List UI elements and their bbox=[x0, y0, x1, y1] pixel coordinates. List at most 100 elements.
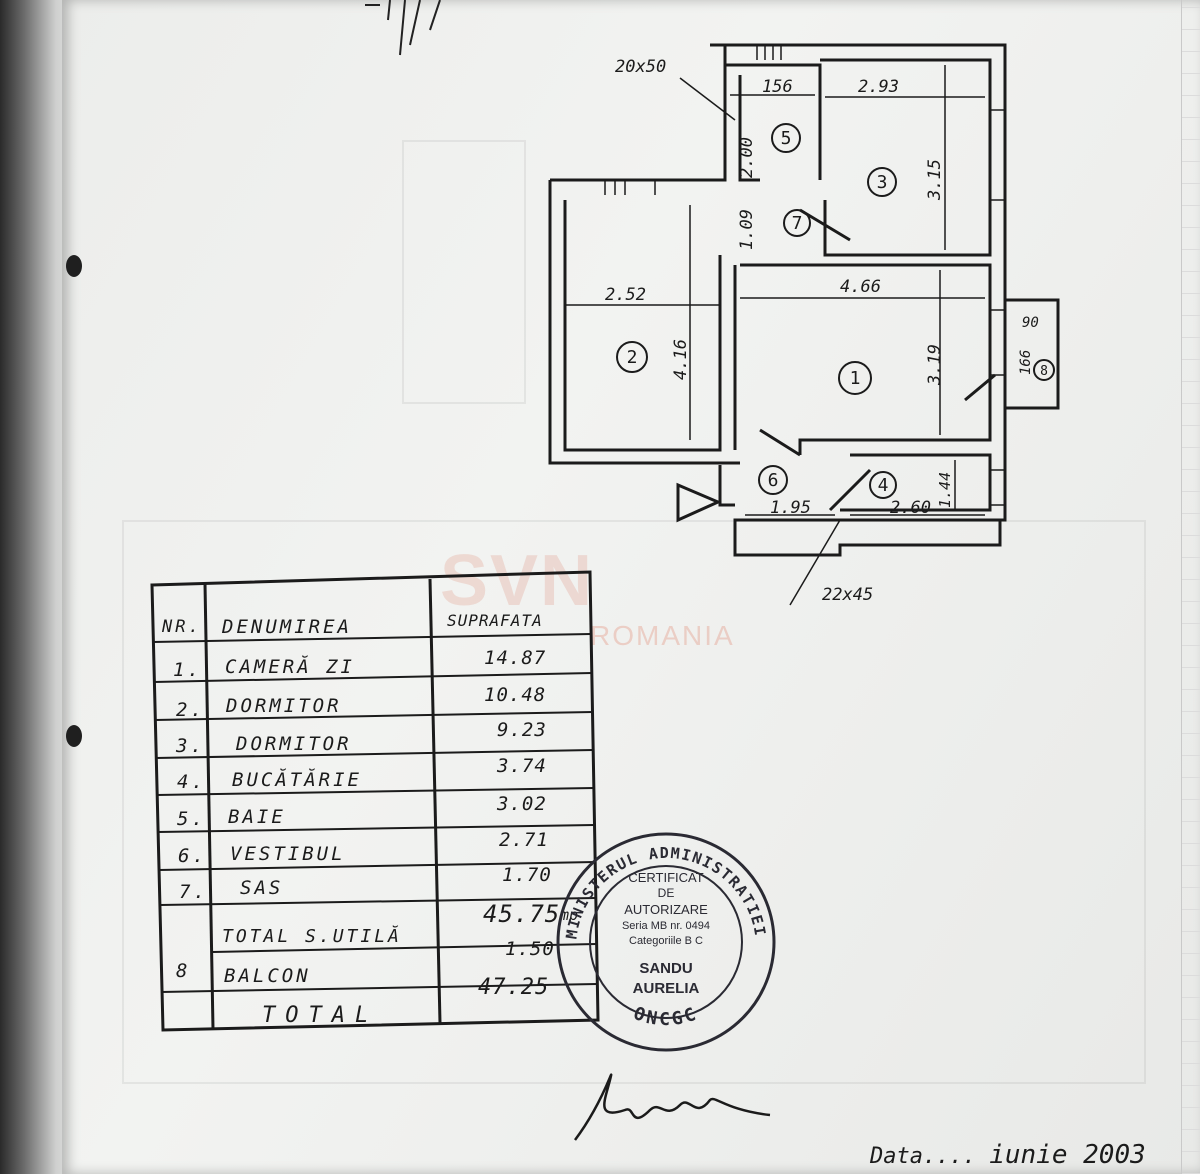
table-row-line bbox=[154, 711, 594, 721]
dim-166: 166 bbox=[1018, 350, 1034, 375]
table-row-line bbox=[160, 983, 598, 993]
table-cell-name: TOTAL bbox=[262, 1003, 378, 1028]
table-cell-area: 3.02 bbox=[496, 793, 547, 815]
table-cell-nr: 5. bbox=[177, 808, 206, 830]
table-row-line bbox=[159, 897, 597, 906]
bleedthrough-rect bbox=[402, 140, 526, 404]
grid-paper-edge bbox=[1181, 0, 1200, 1174]
wall-bath bbox=[725, 63, 822, 180]
room-marker-6 bbox=[758, 465, 788, 495]
table-row-line bbox=[157, 824, 595, 833]
dim-2245: 22x45 bbox=[822, 585, 873, 605]
table-cell-name: BALCON bbox=[224, 965, 311, 987]
table-cell-nr: 1. bbox=[173, 659, 202, 681]
table-cell-nr: 2. bbox=[176, 699, 205, 721]
table-col-1 bbox=[203, 583, 215, 1030]
room-number-2: 2 bbox=[627, 347, 638, 368]
table-cell-nr: 6. bbox=[178, 845, 207, 867]
table-row-line bbox=[155, 749, 594, 759]
dim-315: 3.15 bbox=[925, 159, 945, 201]
stamp-line2: DE bbox=[657, 886, 675, 900]
room-marker-8 bbox=[1033, 359, 1055, 381]
wall-outer bbox=[710, 43, 1007, 557]
certification-stamp: MINISTERUL ADMINISTRATIEI PUBLICE ONCGC … bbox=[549, 816, 778, 1054]
room-number-6: 6 bbox=[768, 470, 779, 491]
table-row-line bbox=[156, 787, 595, 796]
stamp-ring-bottom: ONCGC bbox=[631, 1003, 699, 1030]
table-cell-nr: 3. bbox=[175, 735, 205, 757]
window-right-4 bbox=[990, 469, 1005, 506]
window-right-1 bbox=[990, 309, 1005, 376]
entrance-arrow-icon bbox=[676, 482, 722, 523]
table-cell-area: 3.74 bbox=[496, 755, 547, 777]
room-marker-4 bbox=[869, 471, 897, 499]
table-cell-name: BAIE bbox=[228, 806, 286, 828]
dim-319: 3.19 bbox=[925, 344, 945, 386]
table-cell-area: 2.71 bbox=[499, 829, 549, 851]
table-cell-nr: 8 bbox=[176, 960, 190, 982]
room-number-3: 3 bbox=[877, 172, 888, 193]
room-number-1: 1 bbox=[850, 368, 861, 389]
date-block: Data.... iunie 2003 bbox=[870, 1140, 1146, 1170]
dim-200: 2.00 bbox=[737, 137, 757, 178]
room-number-8: 8 bbox=[1040, 364, 1048, 379]
door-swing-4 bbox=[828, 468, 872, 512]
table-cell-area: 47.25 bbox=[478, 975, 549, 1000]
watermark-brand: SVN bbox=[440, 541, 595, 621]
binder-hole bbox=[66, 255, 82, 277]
room-marker-3 bbox=[867, 167, 897, 197]
binder-hole bbox=[66, 725, 82, 747]
table-col-2 bbox=[428, 578, 442, 1024]
window-top bbox=[756, 45, 782, 60]
table-cell-area: 45.75 bbox=[483, 900, 560, 928]
door-swing-6 bbox=[759, 428, 801, 457]
stamp-name2: AURELIA bbox=[632, 980, 700, 997]
dim-260: 2.60 bbox=[890, 498, 931, 518]
svg-text:ONCGC: ONCGC bbox=[631, 1003, 702, 1030]
window-right-3 bbox=[990, 109, 1005, 201]
room-number-4: 4 bbox=[878, 475, 889, 496]
date-label: Data bbox=[870, 1144, 923, 1169]
table-header-nr: NR. bbox=[161, 617, 202, 637]
table-row-line bbox=[158, 861, 596, 871]
date-value: iunie 2003 bbox=[989, 1140, 1146, 1170]
dim-line-2245 bbox=[789, 519, 841, 606]
table-cell-area: 9.23 bbox=[497, 719, 547, 741]
table-row-line bbox=[152, 633, 592, 643]
dim-line-2050 bbox=[679, 77, 736, 121]
dim-90: 90 bbox=[1022, 315, 1039, 331]
table-cell-area: 1.50 bbox=[505, 938, 555, 960]
wall-balcony bbox=[1005, 298, 1060, 410]
stamp-name1: SANDU bbox=[639, 960, 693, 977]
table-outer bbox=[150, 570, 600, 1032]
dim-144: 1.44 bbox=[936, 472, 954, 508]
dim-195: 1.95 bbox=[770, 498, 811, 518]
top-scribble bbox=[360, 0, 500, 66]
table-header-name: DENUMIREA bbox=[221, 616, 352, 638]
entrance-door bbox=[718, 465, 735, 507]
dim-109: 1.09 bbox=[737, 209, 757, 250]
table-cell-name: DORMITOR bbox=[225, 695, 342, 717]
dim-156: 156 bbox=[762, 77, 793, 97]
signature bbox=[573, 1073, 771, 1141]
wall-left bbox=[548, 180, 740, 465]
table-cell-name: BUCĂTĂRIE bbox=[232, 768, 362, 791]
wall-bath-inner bbox=[738, 75, 760, 182]
table-cell-name: CAMERĂ ZI bbox=[225, 655, 355, 678]
scribble-mark bbox=[365, 0, 441, 56]
table-cell-name: TOTAL S.UTILĂ bbox=[222, 925, 402, 947]
table-cell-area: 10.48 bbox=[484, 684, 546, 706]
table-cell-area: 1.70 bbox=[502, 864, 552, 886]
table-cell-nr: 7. bbox=[179, 881, 208, 903]
room-marker-5 bbox=[771, 123, 801, 153]
dim-2050: 20x50 bbox=[615, 57, 666, 77]
wall-room3 bbox=[820, 58, 992, 257]
wall-room1 bbox=[740, 263, 992, 455]
dim-466: 4.66 bbox=[840, 277, 881, 297]
dim-293: 2.93 bbox=[858, 77, 899, 97]
wall-top-left bbox=[550, 45, 727, 182]
room-number-7: 7 bbox=[792, 213, 803, 234]
table-header-area: SUPRAFATA bbox=[447, 611, 543, 630]
window-left bbox=[604, 180, 656, 195]
stamp-line4: Seria MB nr. 0494 bbox=[621, 920, 711, 932]
